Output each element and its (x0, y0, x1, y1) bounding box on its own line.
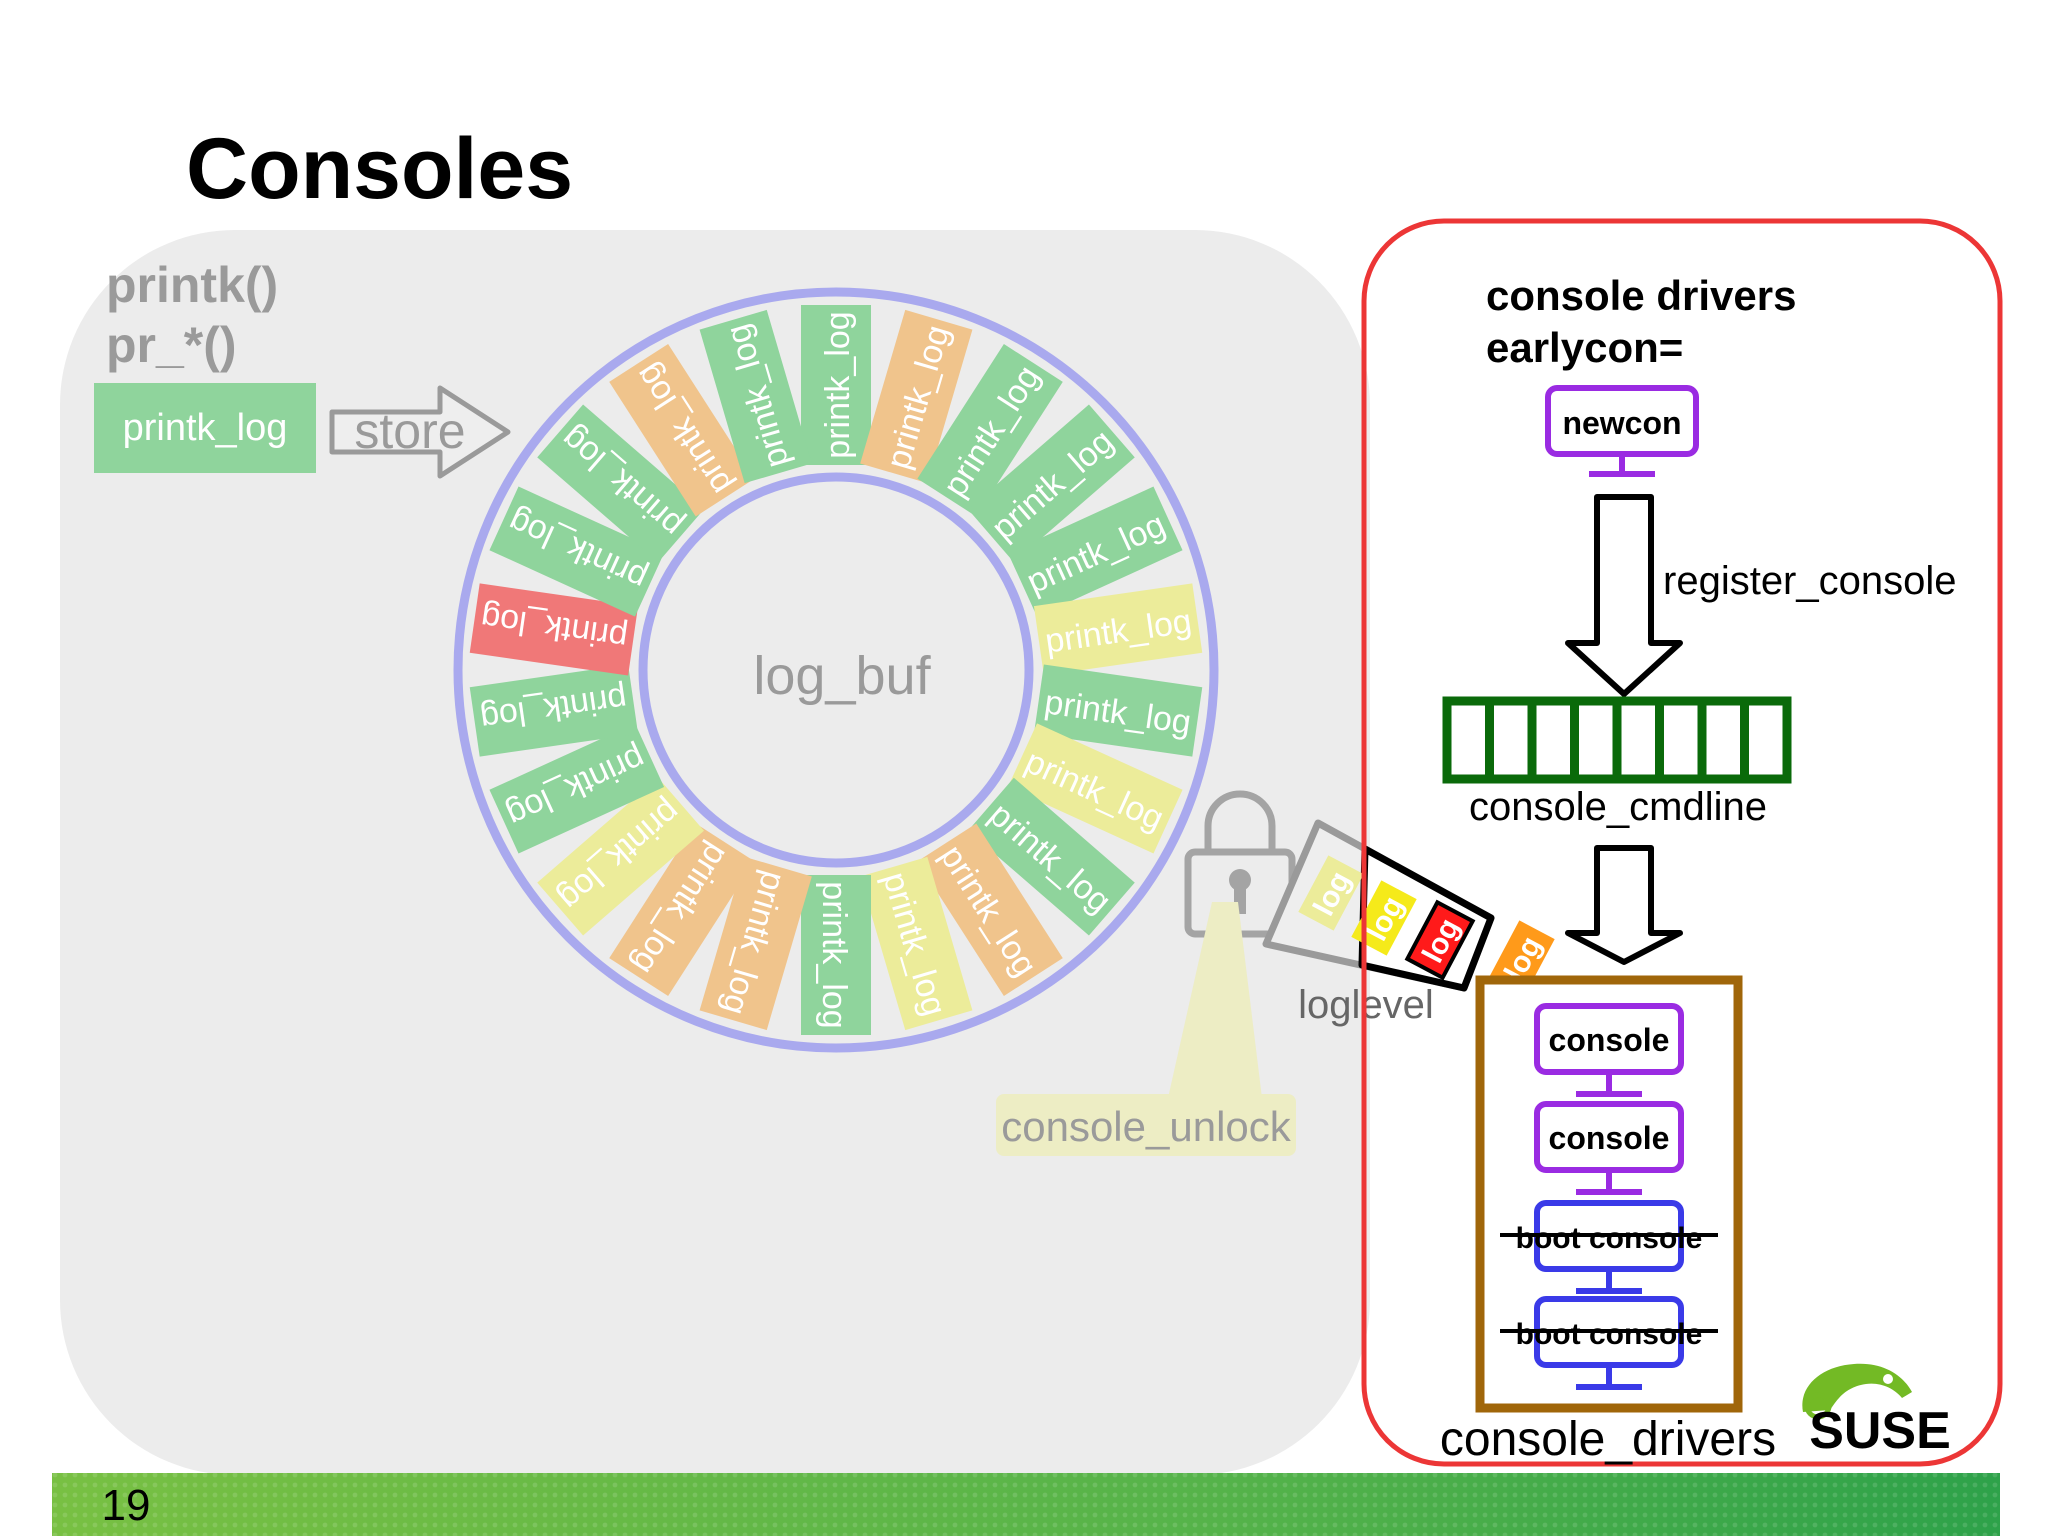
console-cmdline-array (1442, 696, 1792, 784)
ring-inner-edge (638, 472, 1034, 868)
store-label: store (354, 403, 465, 459)
register-console-label: register_console (1663, 559, 1957, 603)
ring-slot-label: printk_log (819, 311, 857, 458)
log-chip: log (1404, 899, 1476, 981)
printk-log-record (94, 383, 316, 473)
newcon-connector (1589, 454, 1655, 477)
earlycon-heading: earlycon= (1486, 324, 1683, 371)
ring-slot: printk_log (801, 305, 871, 465)
console-cmdline-label: console_cmdline (1469, 785, 1767, 829)
footer-pattern (52, 1473, 2000, 1536)
ring-slot: printk_log (469, 583, 639, 676)
ring-slot: printk_log (1033, 664, 1203, 757)
store-arrow (329, 385, 511, 479)
ring-slot: printk_log (1033, 583, 1203, 676)
chameleon-icon (1802, 1363, 1912, 1420)
ring-slot: printk_log (537, 777, 704, 936)
console-label: console (1549, 1120, 1670, 1156)
newcon-label: newcon (1562, 405, 1681, 441)
printk-log-record-label: printk_log (123, 407, 288, 449)
page-number: 19 (102, 1481, 151, 1530)
register-console-arrow (1565, 494, 1683, 697)
console-drivers-frame (1361, 218, 2003, 1467)
console-unlock-callout (996, 1094, 1296, 1156)
boot-console-label: boot console (1516, 1318, 1703, 1351)
log-buf-label: log_buf (753, 646, 931, 706)
boot-console-item: boot console (1500, 1296, 1718, 1390)
console-drivers-heading: console drivers (1486, 272, 1796, 319)
ring-slot-label: printk_log (815, 881, 853, 1028)
console-drivers-label: console_drivers (1440, 1413, 1776, 1466)
console-label: console (1549, 1022, 1670, 1058)
printk-function-label: printk() (106, 257, 278, 313)
ring-slot: printk_log (801, 875, 871, 1035)
suse-wordmark: SUSE (1809, 1402, 1951, 1460)
pr-function-label: pr_*() (106, 317, 237, 373)
boot-console-item: boot console (1500, 1200, 1718, 1294)
slide-title: Consoles (186, 121, 573, 217)
boot-console-label: boot console (1516, 1222, 1703, 1255)
suse-logo: SUSE (1802, 1363, 1951, 1460)
ring-outer-edge (453, 287, 1219, 1053)
console-item: console (1534, 1003, 1684, 1097)
console-unlock-label: console_unlock (1001, 1103, 1292, 1150)
console-unlock-pointer (1168, 902, 1262, 1098)
ring-slot: printk_log (469, 664, 639, 757)
console-item: console (1534, 1101, 1684, 1195)
console-driver-stack: console console boot console boot console (1500, 1003, 1718, 1390)
cmdline-to-drivers-arrow (1565, 845, 1683, 965)
